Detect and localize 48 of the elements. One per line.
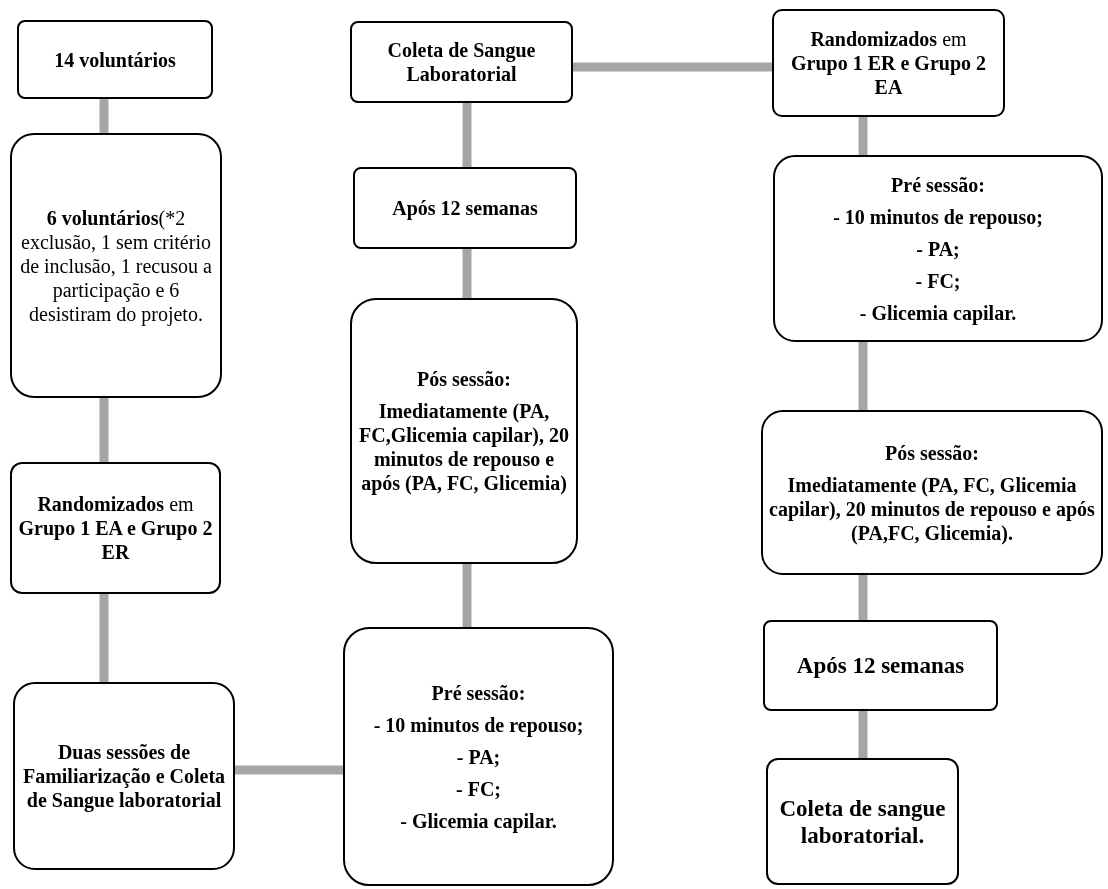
box-text: 6 voluntários(*2 exclusão, 1 sem critério de inclusão, 1 recusou a participação e 6 desistiram do projeto. [19,205,213,326]
step-box [350,298,578,564]
connector-line [858,342,868,410]
step-box [17,20,213,99]
connector-line [573,62,772,72]
connector-line [858,575,868,620]
step-box [13,682,235,870]
connector-line [99,99,109,133]
step-box [772,9,1005,117]
box-text: Imediatamente (PA, FC,Glicemia capilar), 20 minutos de repouso e após (PA, FC, Glicemia) [358,399,570,495]
box-text: - 10 minutos de repouso; [373,712,584,737]
step-box [350,21,573,103]
box-text: - 10 minutos de repouso; [833,204,1043,229]
box-text: Coleta de Sangue Laboratorial [386,38,537,86]
box-text: Imediatamente (PA, FC, Glicemia capilar), 20 minutos de repouso e após (PA,FC, Glicemia). [769,472,1095,545]
box-heading: Pré sessão: [431,680,526,705]
box-text: Após 12 semanas [796,652,965,679]
connector-line [235,765,343,775]
box-text: Após 12 semanas [392,196,538,220]
step-box [773,155,1103,342]
connector-line [99,398,109,462]
box-text: - Glicemia capilar. [859,300,1017,325]
box-text: 14 voluntários [54,47,176,72]
step-box [766,758,959,885]
box-text: Duas sessões de Familiarização e Coleta de Sangue laboratorial [21,740,227,812]
box-text: Randomizados em Grupo 1 ER e Grupo 2 EA [790,27,987,99]
box-heading: Pós sessão: [417,367,511,391]
box-text: - FC; [456,776,501,801]
step-box [10,462,221,594]
step-box [761,410,1103,575]
box-text: - Glicemia capilar. [400,808,557,833]
box-text: - PA; [456,744,501,769]
connector-line [858,711,868,758]
step-box [353,167,577,249]
connector-line [462,249,472,298]
box-text: - FC; [915,268,961,293]
connector-line [462,103,472,167]
step-box [343,627,614,886]
box-text: - PA; [916,236,960,261]
box-text: Coleta de sangue laboratorial. [778,794,947,849]
step-box [763,620,998,711]
connector-line [858,117,868,155]
step-box [10,133,222,398]
box-heading: Pós sessão: [885,440,979,465]
box-text: Randomizados em Grupo 1 EA e Grupo 2 ER [18,492,213,564]
box-heading: Pré sessão: [891,172,985,197]
connector-line [99,594,109,682]
connector-line [462,564,472,627]
